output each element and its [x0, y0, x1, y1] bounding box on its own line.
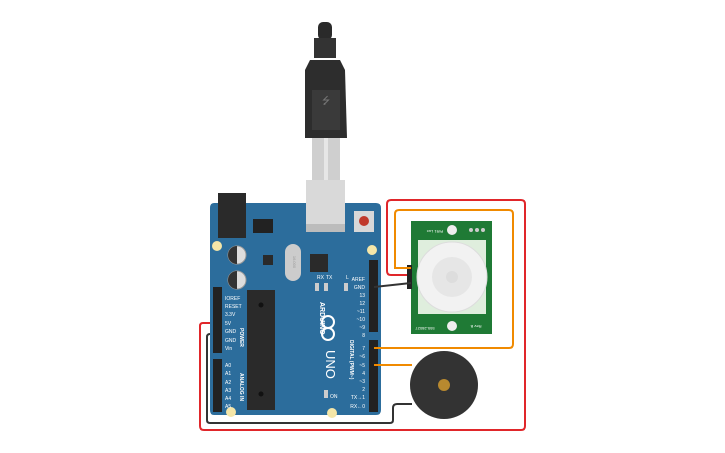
wire-orange-pir-signal[interactable]	[374, 209, 514, 349]
pin-label: 12	[359, 301, 365, 307]
power-header	[213, 287, 222, 353]
digital-pin-labels: AREF GND 13 12 ~11 ~10 ~9 8 7 ~6 ~5 4 ~3…	[348, 277, 365, 410]
power-jack	[218, 193, 246, 238]
led-label-l: L	[346, 275, 349, 281]
pin-label: 8	[362, 333, 365, 339]
led-label-rx: RX	[317, 275, 325, 281]
pin-label: Vin	[225, 346, 232, 352]
digital-group-label: DIGITAL (PWM~)	[348, 340, 354, 380]
digital-header-top	[369, 260, 378, 332]
pin-label: 2	[362, 387, 365, 393]
power-group-label: POWER	[238, 328, 244, 347]
pin-label: ~5	[359, 363, 365, 369]
pin-label: A5	[225, 404, 231, 410]
pir-bottom-label: 555-28027	[415, 326, 435, 331]
pin-label: RX←0	[350, 404, 365, 410]
digital-header-bottom	[369, 340, 378, 412]
pin-label: 7	[362, 346, 365, 352]
wire-red-5v[interactable]	[199, 199, 526, 431]
pin-label: AREF	[352, 277, 365, 283]
pin-label: 3.3V	[225, 312, 236, 318]
pin-label: TX→1	[351, 395, 365, 401]
pin-label: GND	[354, 285, 366, 291]
analog-header	[213, 359, 222, 412]
on-label: ON	[330, 394, 338, 400]
power-pin-labels: IOREF RESET 3.3V 5V GND GND Vin POWER	[225, 296, 244, 352]
arduino-uno-board[interactable]: 16.000 RX TX L ON ARDUINO UNO IOREF RESE…	[210, 180, 381, 418]
usb-icon: ⭍	[322, 95, 330, 107]
wire-black-buzzer-gnd[interactable]	[206, 333, 412, 424]
pir-sensor[interactable]: PIR1 Lux 555-28027 Rev B	[407, 221, 492, 334]
pir-top-label: PIR1 Lux	[427, 229, 443, 234]
pin-label: 4	[362, 371, 365, 377]
led-label-tx: TX	[326, 275, 333, 281]
pin-label: A0	[225, 363, 231, 369]
pin-label: GND	[225, 329, 237, 335]
pin-label: A1	[225, 371, 231, 377]
pin-label: 13	[359, 293, 365, 299]
pin-label: ~11	[357, 309, 365, 315]
pin-label: ~3	[359, 379, 365, 385]
analog-pin-labels: A0 A1 A2 A3 A4 A5 ANALOG IN	[225, 363, 244, 410]
usb-cable[interactable]: ⭍	[305, 22, 347, 180]
crystal-label: 16.000	[292, 256, 297, 269]
brand-label: ARDUINO	[318, 302, 325, 335]
pin-label: ~10	[357, 317, 366, 323]
model-label: UNO	[323, 350, 338, 379]
pin-label: ~6	[359, 354, 365, 360]
arduino-logo: ARDUINO UNO	[318, 302, 338, 379]
pin-label: IOREF	[225, 296, 240, 302]
crystal	[285, 244, 301, 281]
usb-jack	[306, 180, 345, 232]
analog-group-label: ANALOG IN	[238, 373, 244, 401]
pin-label: ~9	[359, 325, 365, 331]
pin-label: GND	[225, 338, 237, 344]
pin-label: RESET	[225, 304, 242, 310]
pir-rev-label: Rev B	[470, 324, 481, 329]
wire-black-pir-gnd[interactable]	[373, 282, 412, 288]
pin-label: A2	[225, 380, 231, 386]
piezo-buzzer[interactable]	[410, 351, 478, 419]
pin-label: A3	[225, 388, 231, 394]
pin-label: A4	[225, 396, 231, 402]
pin-label: 5V	[225, 321, 232, 327]
atmega-chip	[247, 290, 275, 410]
